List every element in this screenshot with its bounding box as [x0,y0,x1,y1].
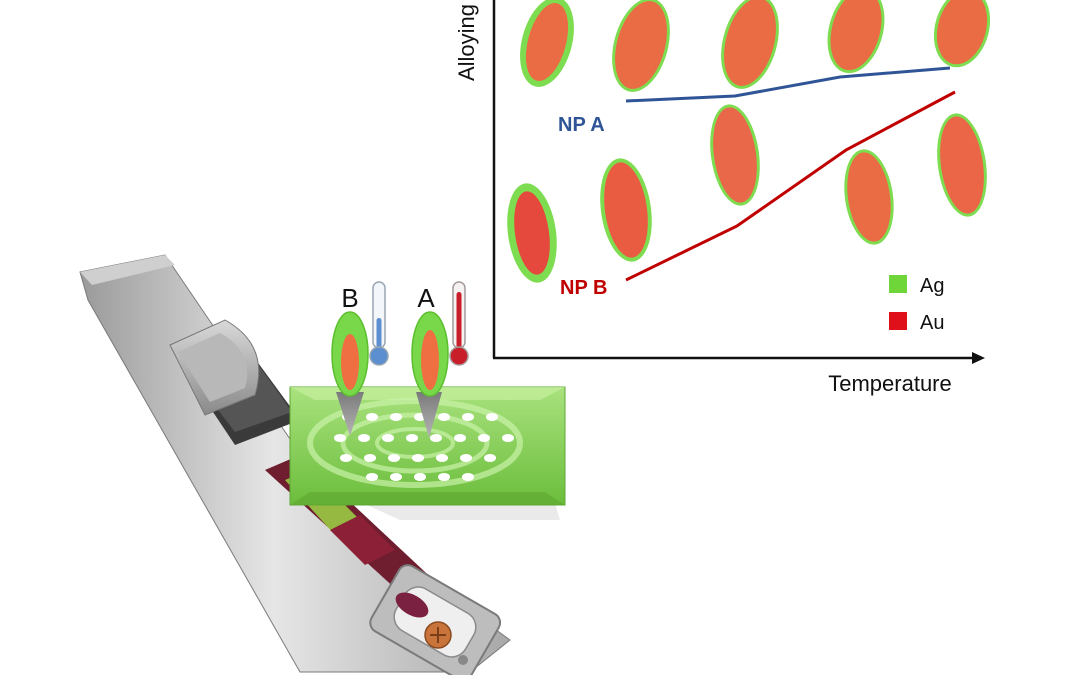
legend: Ag Au [889,275,944,334]
probe-a-label: A [417,283,435,313]
chip-hole [414,473,426,481]
chip-hole [334,434,346,442]
chip-hole [484,454,496,462]
legend-swatch-au [889,312,907,330]
chip-hole [436,454,448,462]
x-axis-label: Temperature [828,371,952,396]
probe-a-nanorod [411,311,449,397]
chip-hole [460,454,472,462]
np-a-nanorods [520,0,991,92]
chip-hole [478,434,490,442]
chip-hole [390,473,402,481]
probe-b-nanorod [331,311,369,397]
chip-hole [358,434,370,442]
x-axis-arrow [972,352,985,364]
legend-label-au: Au [920,312,944,334]
y-axis-label: Alloying [454,4,479,81]
chip-hole [382,434,394,442]
chip-hole [462,473,474,481]
chip-hole [366,473,378,481]
chip-hole [430,434,442,442]
chip-hole [462,413,474,421]
np-b-line [625,90,956,282]
chip-hole [486,413,498,421]
chip-hole [406,434,418,442]
chip-hole [438,473,450,481]
np-a-line [625,66,951,103]
chip-hole [388,454,400,462]
chip-hole [502,434,514,442]
thermometer-cold-icon [369,281,389,366]
chip-hole [390,413,402,421]
thermometer-hot-icon [449,281,469,366]
chip-hole [366,413,378,421]
np-b-label: NP B [560,277,607,299]
np-b-nanorods [507,104,987,283]
probe-b-label: B [341,283,358,313]
chip-hole [340,454,352,462]
chip-hole [364,454,376,462]
chip-hole [454,434,466,442]
chip-hole [438,413,450,421]
probe-b-tip [336,392,364,436]
np-a-label: NP A [558,114,605,136]
probe-a-tip [416,392,442,438]
legend-label-ag: Ag [920,275,944,297]
alloying-plot: Alloying Temperature NP A NP B Ag [454,0,991,396]
chip-hole [412,454,424,462]
legend-swatch-ag [889,275,907,293]
